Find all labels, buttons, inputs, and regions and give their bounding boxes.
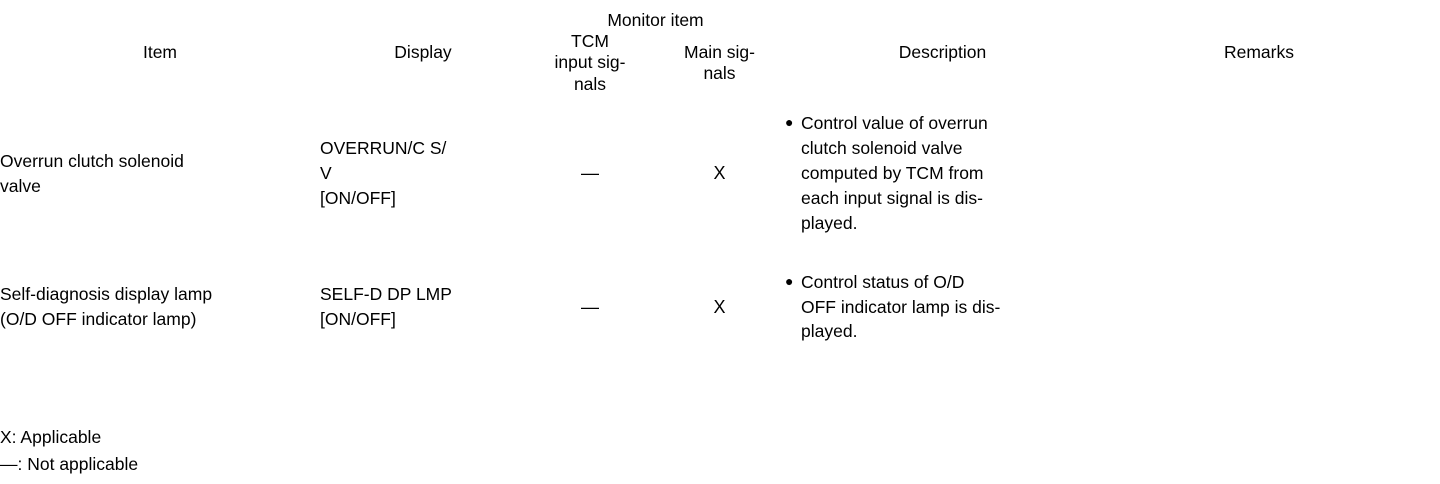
monitor-item-specification-table: Item Display Monitor item Description Re… xyxy=(0,10,1418,362)
cell-main-signals: X xyxy=(713,163,726,184)
legend-not-applicable: —: Not applicable xyxy=(0,454,139,475)
column-header-tcm-input-signals: TCM input sig- nals xyxy=(554,31,626,94)
table-row: Self-diagnosis display lamp (O/D OFF ind… xyxy=(0,252,1418,362)
cell-item: Self-diagnosis display lamp (O/D OFF ind… xyxy=(0,284,213,330)
header-row-sub: TCM input sig- nals Main sig- nals xyxy=(0,31,1418,95)
cell-remarks xyxy=(1100,95,1418,252)
legend-applicable: X: Applicable xyxy=(0,427,102,447)
cell-description-text: Control value of overrun clutch solenoid… xyxy=(801,113,988,233)
table-body: Overrun clutch solenoid valve OVERRUN/C … xyxy=(0,95,1418,362)
header-row-top: Item Display Monitor item Description Re… xyxy=(0,10,1418,62)
column-header-monitor-item: Monitor item xyxy=(607,10,704,30)
column-header-description: Description xyxy=(898,42,987,63)
table-row: Overrun clutch solenoid valve OVERRUN/C … xyxy=(0,95,1418,252)
column-header-main-signals: Main sig- nals xyxy=(684,41,755,84)
column-header-remarks: Remarks xyxy=(1223,42,1294,63)
cell-description: ● Control value of overrun clutch soleno… xyxy=(785,95,1100,252)
cell-tcm-input-signals: — xyxy=(581,296,599,317)
column-header-item: Item xyxy=(142,42,178,63)
cell-display: OVERRUN/C S/ V [ON/OFF] xyxy=(320,138,447,208)
bullet-icon: ● xyxy=(785,114,794,131)
legend: X: Applicable —: Not applicable xyxy=(0,424,138,478)
cell-tcm-input-signals: — xyxy=(581,163,599,184)
cell-main-signals: X xyxy=(713,296,726,317)
cell-description-text: Control status of O/D OFF indicator lamp… xyxy=(801,271,1001,342)
cell-display: SELF-D DP LMP [ON/OFF] xyxy=(320,284,452,330)
bullet-icon: ● xyxy=(785,272,794,289)
column-header-display: Display xyxy=(394,42,452,63)
cell-item: Overrun clutch solenoid valve xyxy=(0,150,184,196)
table-header: Item Display Monitor item Description Re… xyxy=(0,10,1418,95)
cell-remarks xyxy=(1100,252,1418,362)
cell-description: ● Control status of O/D OFF indicator la… xyxy=(785,252,1100,362)
